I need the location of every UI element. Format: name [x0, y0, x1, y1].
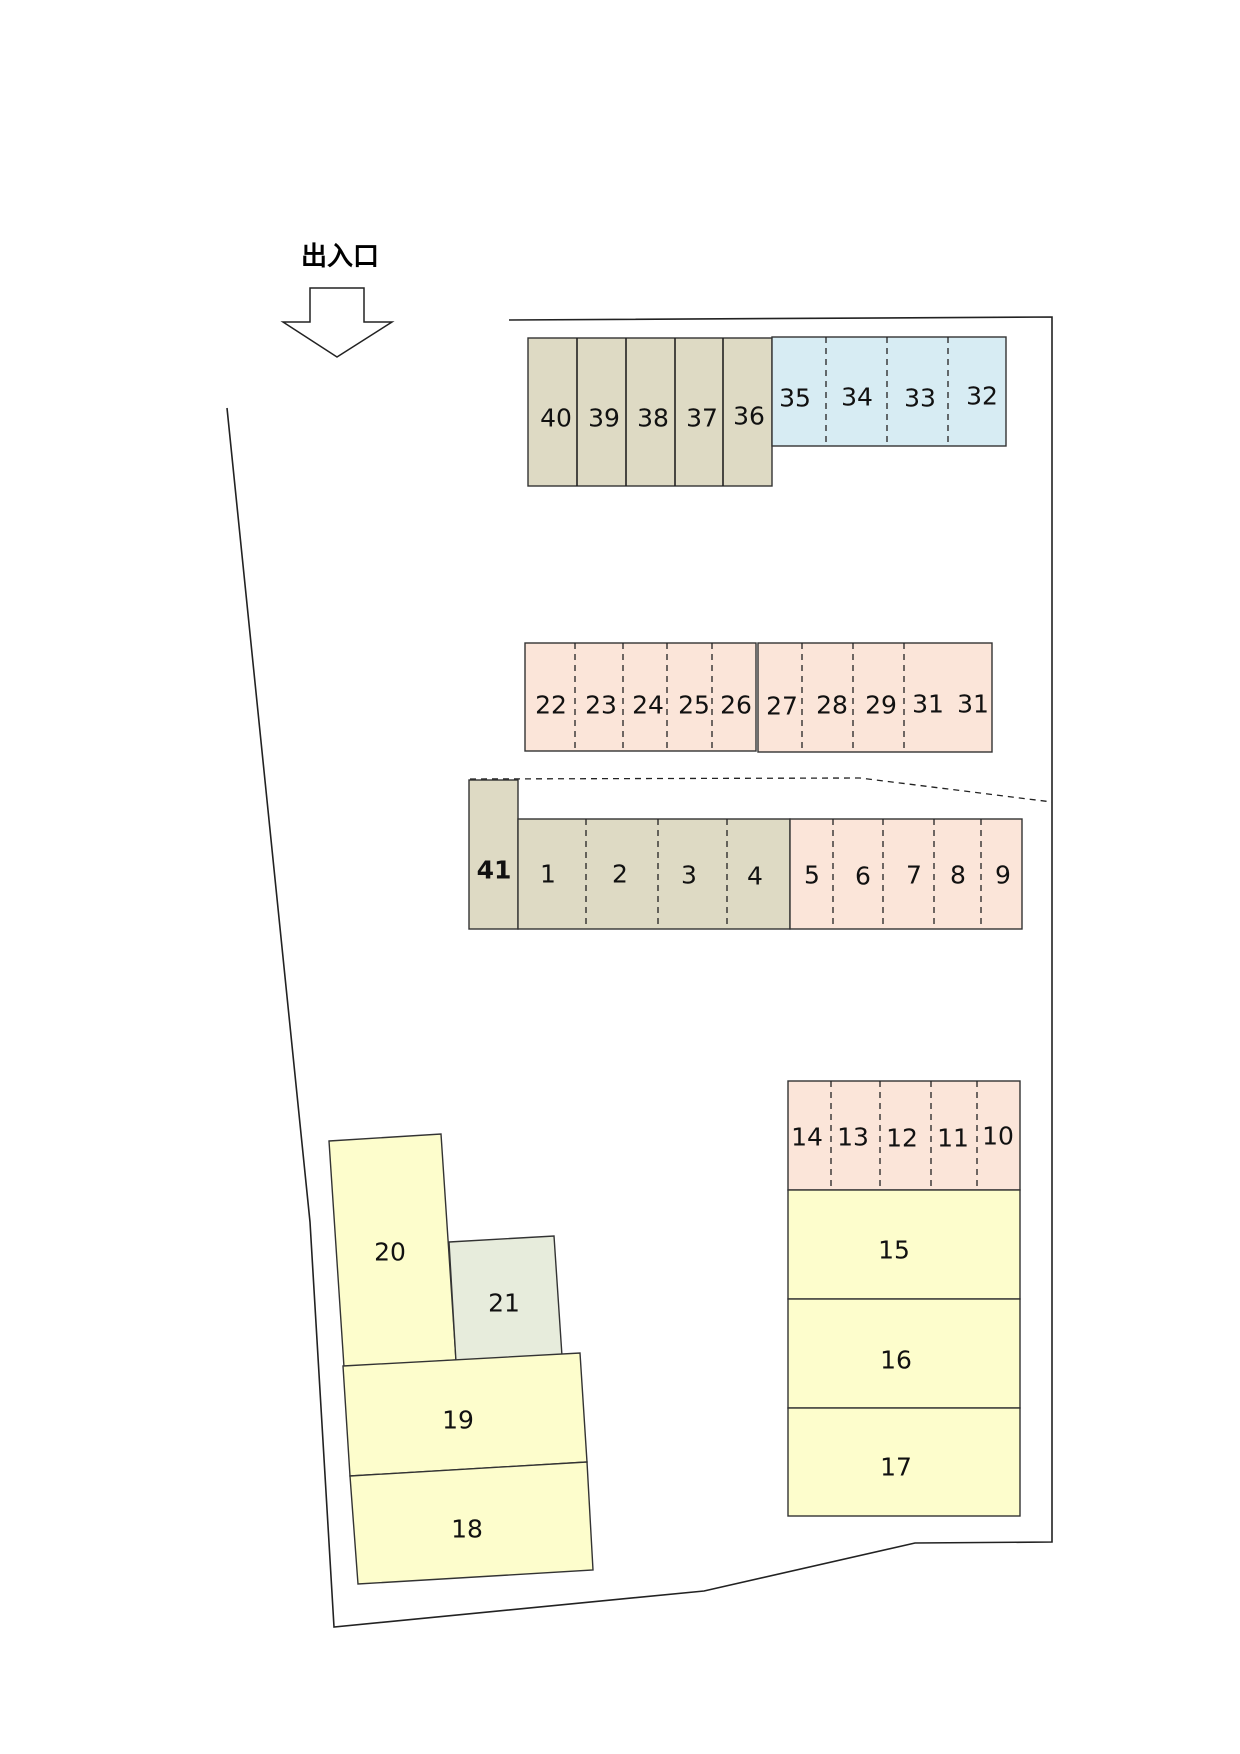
space-31a: 31 — [912, 690, 944, 719]
space-20: 20 — [374, 1238, 406, 1267]
space-1: 1 — [540, 860, 556, 889]
space-32: 32 — [966, 382, 998, 411]
space-5: 5 — [804, 861, 820, 890]
space-39: 39 — [588, 404, 620, 433]
space-29: 29 — [865, 691, 897, 720]
space-18-bg — [349, 1461, 594, 1585]
row-mid-right-bg — [757, 642, 993, 753]
space-14: 14 — [791, 1123, 823, 1152]
lot-boundary — [226, 316, 1053, 1628]
row-top-blue-bg — [771, 336, 1007, 447]
space-9: 9 — [995, 861, 1011, 890]
dashed-boundary — [469, 777, 1053, 803]
space-2: 2 — [612, 860, 628, 889]
space-17-bg — [787, 1407, 1021, 1517]
block-left-group: 20 21 19 18 — [328, 1133, 594, 1585]
space-34: 34 — [841, 383, 873, 412]
row-right-peach: 14 13 12 11 10 — [787, 1080, 1021, 1191]
space-6: 6 — [855, 862, 871, 891]
space-35: 35 — [779, 384, 811, 413]
row-top-blue: 35 34 33 32 — [771, 336, 1007, 447]
row-right-peach-bg — [787, 1080, 1021, 1191]
space-16-bg — [787, 1298, 1021, 1409]
space-18: 18 — [451, 1515, 483, 1544]
space-8: 8 — [950, 861, 966, 890]
space-22: 22 — [535, 691, 567, 720]
space-24: 24 — [632, 691, 664, 720]
space-17: 17 — [880, 1453, 912, 1482]
row-mid-right: 27 28 29 31 31 — [757, 642, 993, 753]
space-15: 15 — [878, 1236, 910, 1265]
space-33: 33 — [904, 384, 936, 413]
space-37: 37 — [686, 404, 718, 433]
space-31b: 31 — [957, 690, 989, 719]
space-26: 26 — [720, 691, 752, 720]
space-41: 41 — [477, 856, 512, 885]
space-36: 36 — [733, 402, 765, 431]
space-19: 19 — [442, 1406, 474, 1435]
space-21: 21 — [488, 1289, 520, 1318]
space-13: 13 — [837, 1123, 869, 1152]
space-23: 23 — [585, 691, 617, 720]
space-15-bg — [787, 1189, 1021, 1300]
space-38: 38 — [637, 404, 669, 433]
space-11: 11 — [937, 1124, 969, 1153]
row-top-tan-bg — [527, 337, 773, 487]
block-right-yellow: 15 16 17 — [787, 1189, 1021, 1517]
row-top-tan: 40 39 38 37 36 — [527, 337, 773, 487]
down-arrow-icon — [280, 287, 395, 358]
space-4: 4 — [747, 862, 763, 891]
space-3: 3 — [681, 861, 697, 890]
space-12: 12 — [886, 1124, 918, 1153]
space-25: 25 — [678, 691, 710, 720]
entrance-label: 出入口 — [301, 242, 379, 272]
row-lower-peach: 5 6 7 8 9 — [789, 818, 1023, 930]
space-7: 7 — [906, 861, 922, 890]
row-lower-tan: 1 2 3 4 — [517, 818, 791, 930]
space-16: 16 — [880, 1346, 912, 1375]
row-lower-tan-bg — [517, 818, 791, 930]
space-40: 40 — [540, 404, 572, 433]
space-41-bg — [468, 779, 519, 930]
space-27: 27 — [766, 692, 798, 721]
space-41-block: 41 — [468, 779, 519, 930]
space-28: 28 — [816, 691, 848, 720]
space-10: 10 — [982, 1122, 1014, 1151]
row-mid-left: 22 23 24 25 26 — [524, 642, 757, 752]
row-mid-left-bg — [524, 642, 757, 752]
row-lower-peach-bg — [789, 818, 1023, 930]
